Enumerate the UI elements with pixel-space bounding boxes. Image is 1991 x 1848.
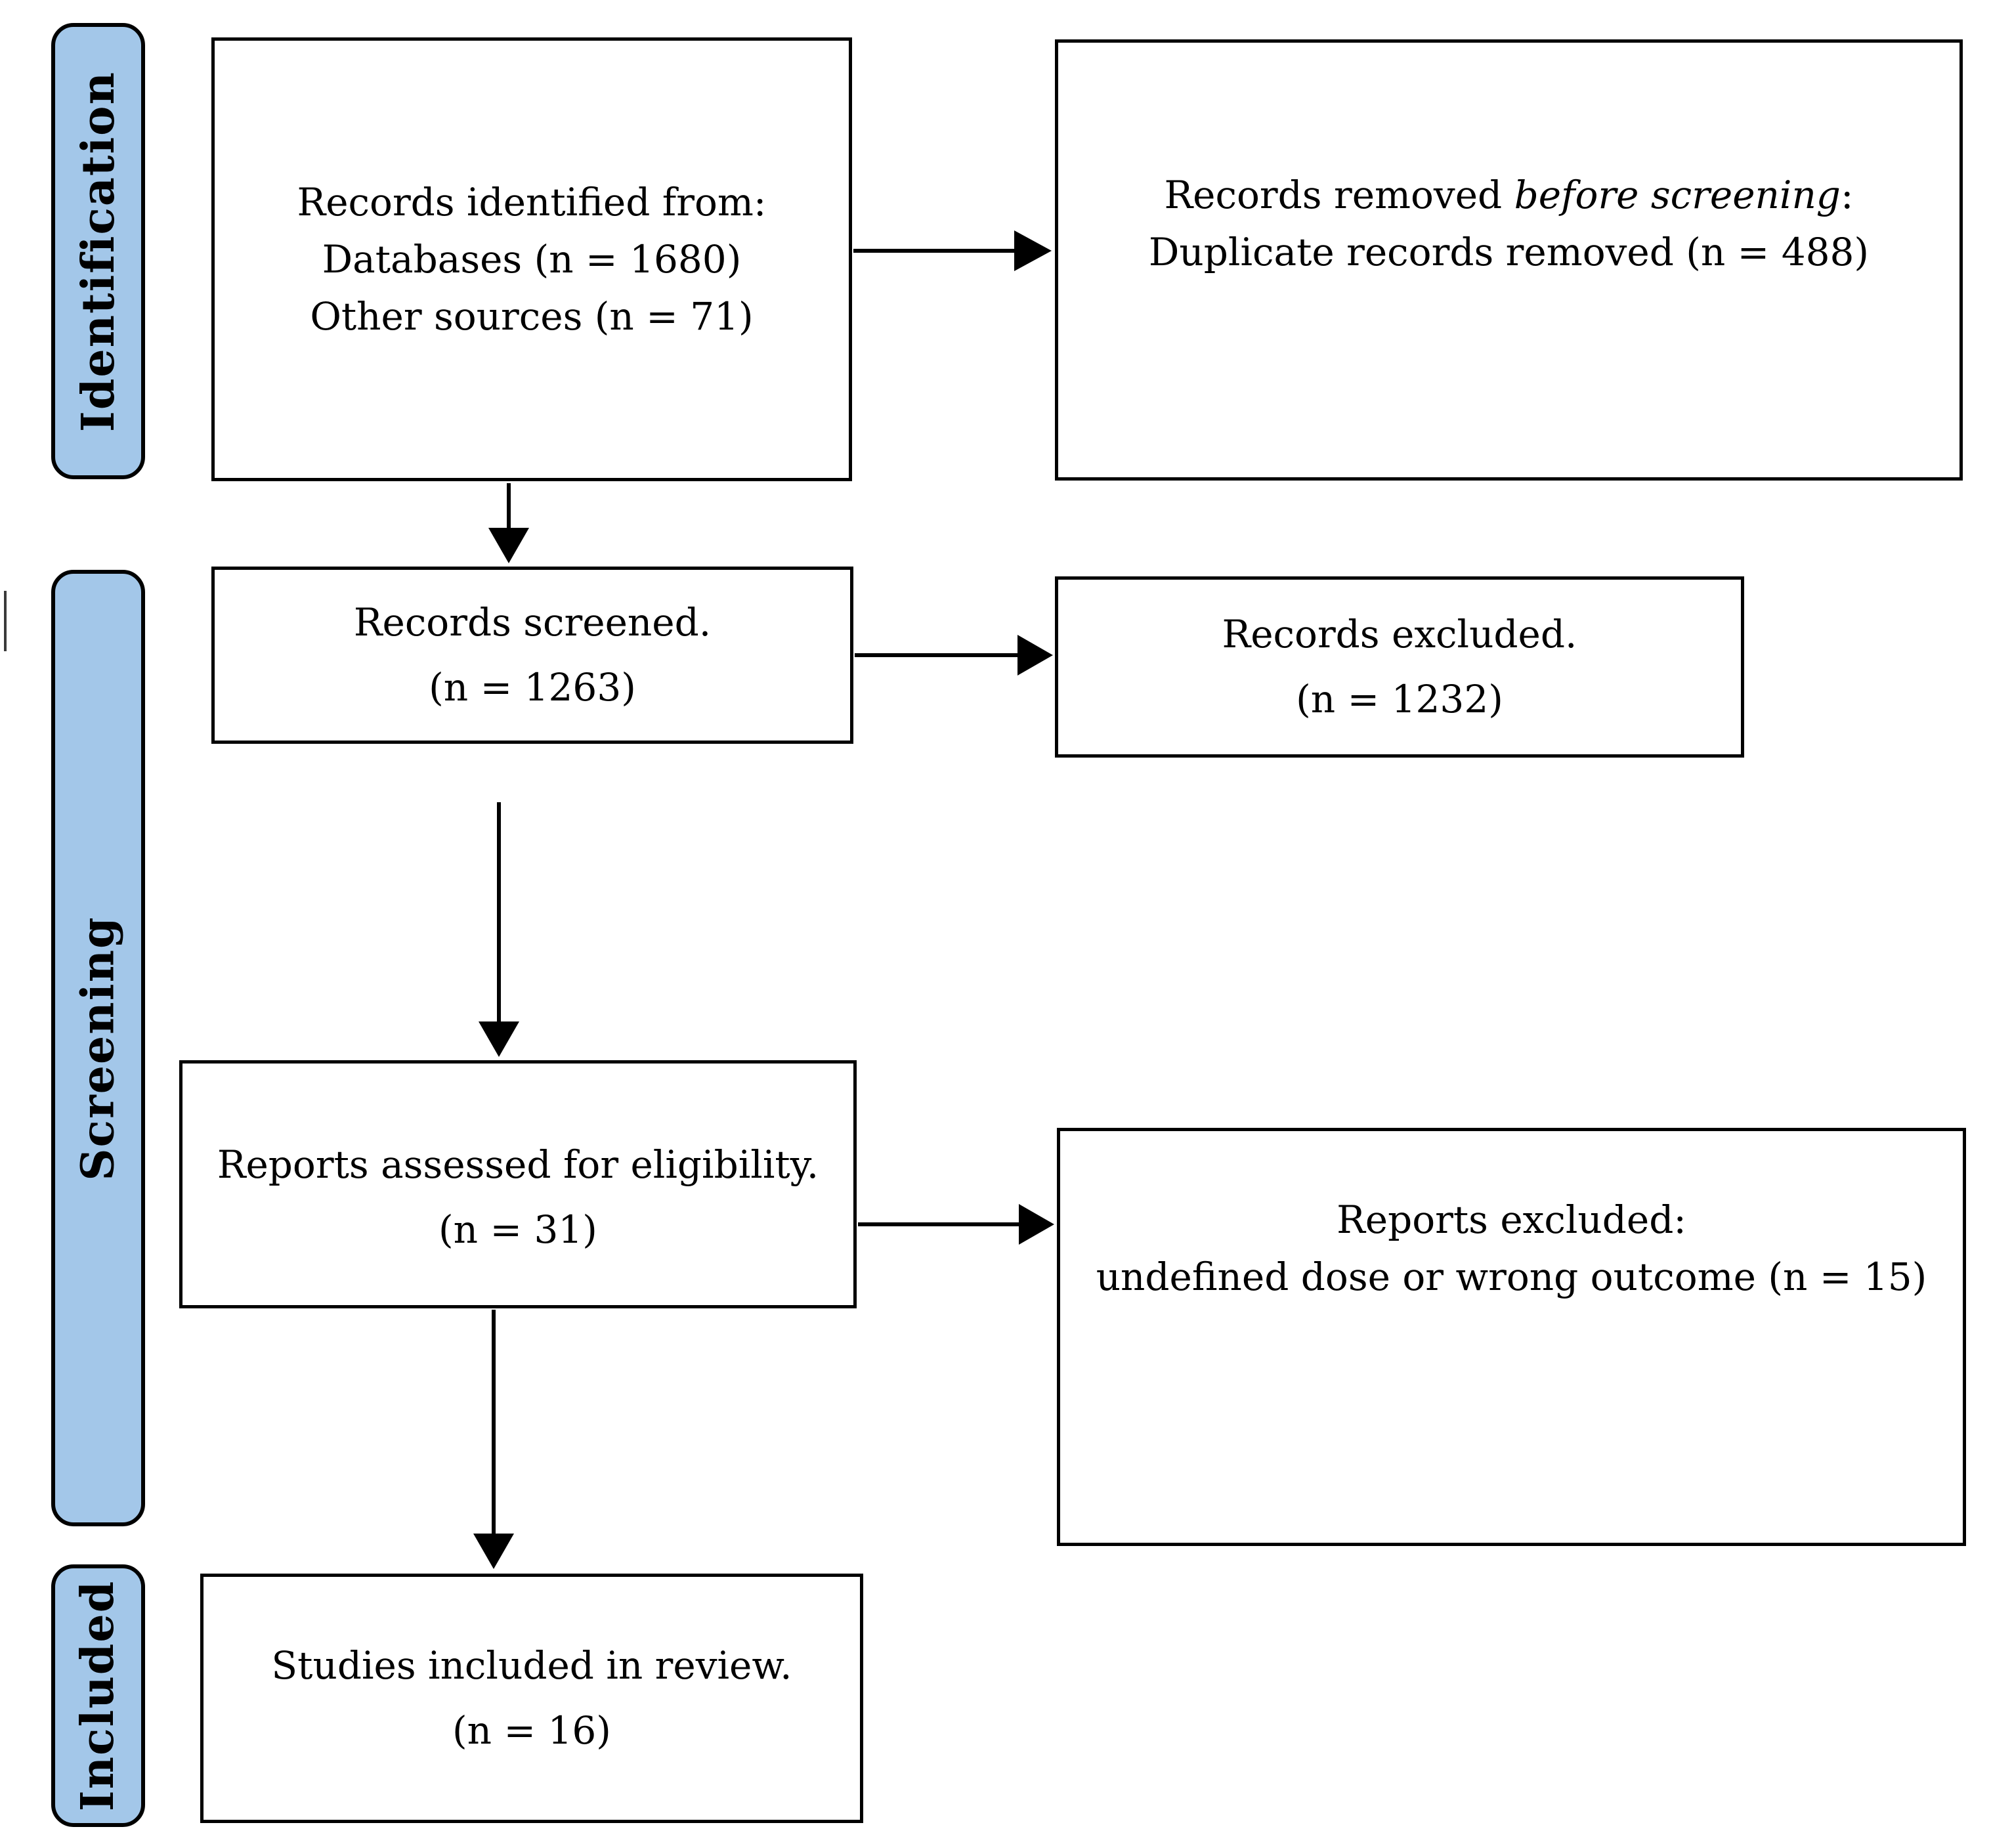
box-records-screened-text: Records screened. (n = 1263) <box>215 590 850 720</box>
box-records-removed-before-screening: Records removed before screening: Duplic… <box>1055 39 1963 481</box>
box-line: Studies included in review. <box>271 1643 792 1688</box>
box-line: Duplicate records removed (n = 488) <box>1148 230 1870 274</box>
box-line: Reports excluded: <box>1337 1197 1686 1242</box>
box-line-italic-segment: before screening <box>1514 173 1841 217</box>
box-line: Records identified from: <box>297 179 767 225</box>
box-reports-assessed: Reports assessed for eligibility. (n = 3… <box>179 1060 857 1308</box>
stage-label-screening: Screening <box>72 915 125 1181</box>
box-line: (n = 31) <box>439 1207 597 1252</box>
box-records-excluded-text: Records excluded. (n = 1232) <box>1058 602 1741 731</box>
arrow-assessed-to-reports-excluded <box>858 1204 1054 1245</box>
arrow-identified-to-screened <box>488 483 529 563</box>
box-reports-assessed-text: Reports assessed for eligibility. (n = 3… <box>182 1132 853 1262</box>
box-line: Databases (n = 1680) <box>322 236 742 282</box>
arrow-screened-to-records-excluded <box>855 635 1053 676</box>
box-line: Records excluded. <box>1222 612 1577 657</box>
stage-bar-included: Included <box>51 1564 145 1827</box>
box-line: (n = 1232) <box>1296 677 1503 721</box>
box-reports-excluded: Reports excluded: undefined dose or wron… <box>1057 1128 1966 1546</box>
arrow-assessed-to-included <box>473 1310 514 1569</box>
box-line: undefined dose or wrong outcome (n = 15) <box>1096 1254 1927 1299</box>
box-line: Records screened. <box>353 600 712 645</box>
stage-bar-identification: Identification <box>51 23 145 479</box>
stray-cursor-mark <box>4 591 7 651</box>
box-records-screened: Records screened. (n = 1263) <box>211 567 853 744</box>
stage-bar-screening: Screening <box>51 570 145 1526</box>
box-studies-included: Studies included in review. (n = 16) <box>200 1574 863 1823</box>
arrow-screened-to-assessed <box>479 802 519 1057</box>
stage-label-included: Included <box>72 1579 125 1812</box>
box-studies-included-text: Studies included in review. (n = 16) <box>203 1633 860 1763</box>
box-line: Other sources (n = 71) <box>310 293 754 339</box>
arrow-identified-to-removed <box>853 230 1052 271</box>
box-line-segment: : <box>1840 173 1854 217</box>
box-records-identified: Records identified from: Databases (n = … <box>211 37 852 481</box>
box-line: (n = 16) <box>452 1708 611 1753</box>
box-line-segment: Records removed <box>1164 173 1514 217</box>
box-reports-excluded-text: Reports excluded: undefined dose or wron… <box>1060 1192 1963 1306</box>
box-line: (n = 1263) <box>429 665 636 710</box>
box-records-excluded: Records excluded. (n = 1232) <box>1055 576 1744 758</box>
box-records-removed-text: Records removed before screening: Duplic… <box>1058 167 1959 281</box>
box-line: Records removed before screening: <box>1058 167 1959 224</box>
box-line: Reports assessed for eligibility. <box>217 1142 819 1188</box>
box-records-identified-text: Records identified from: Databases (n = … <box>215 174 849 345</box>
stage-label-identification: Identification <box>72 70 125 432</box>
